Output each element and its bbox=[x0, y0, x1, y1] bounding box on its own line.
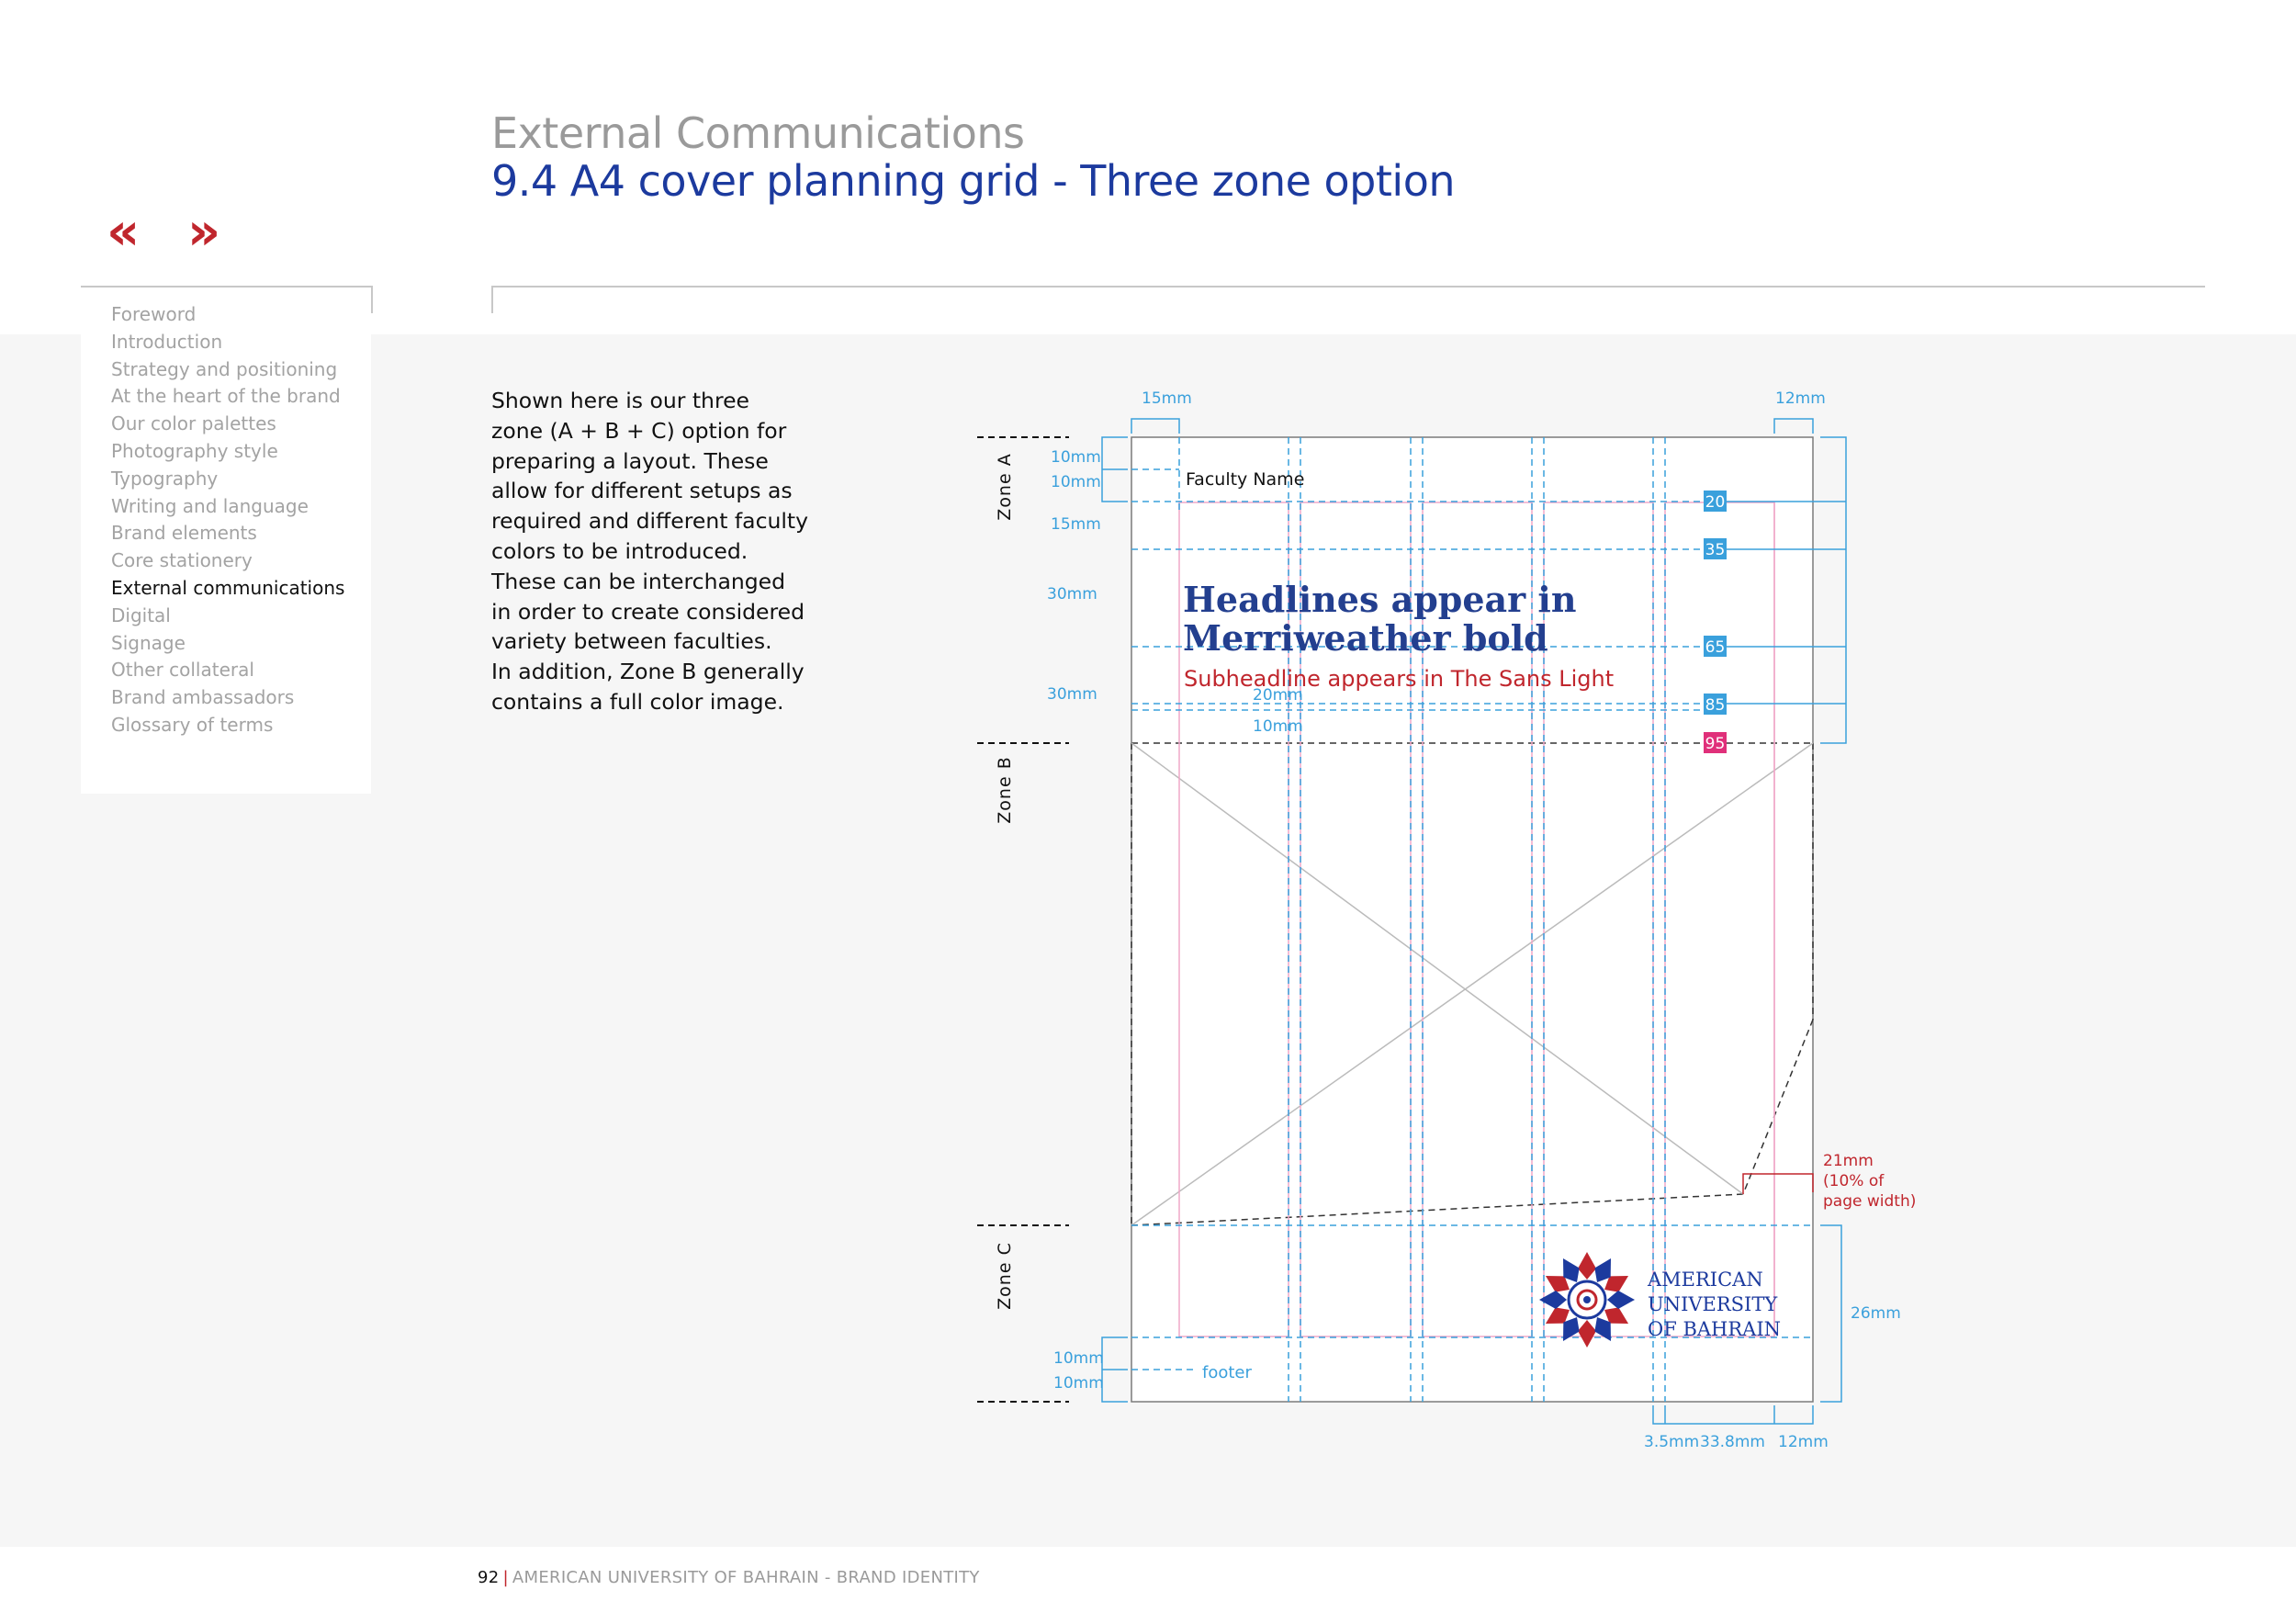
position-markers: 20 35 65 85 95 bbox=[1704, 491, 1727, 753]
headline-line-2: Merriweather bold bbox=[1183, 617, 1548, 659]
dim-left-10b: 10mm bbox=[1051, 473, 1101, 491]
zone-b-label: Zone B bbox=[995, 756, 1015, 823]
page-footer: 92|AMERICAN UNIVERSITY OF BAHRAIN - BRAN… bbox=[478, 1568, 980, 1587]
zone-c-label: Zone C bbox=[995, 1242, 1015, 1310]
dim-top-left: 15mm bbox=[1142, 389, 1192, 408]
dim-mid-10: 10mm bbox=[1253, 717, 1303, 736]
sidebar-item-external-communications[interactable]: External communications bbox=[111, 576, 345, 599]
body-line: contains a full color image. bbox=[491, 688, 784, 715]
dim-bottom-33-8: 33.8mm bbox=[1700, 1433, 1765, 1451]
body-copy: Shown here is our three zone (A + B + C)… bbox=[491, 386, 809, 717]
logo-text-line-3: OF BAHRAIN bbox=[1648, 1318, 1781, 1340]
dim-right-26: 26mm bbox=[1851, 1304, 1901, 1323]
logo-note-line-1: 21mm bbox=[1823, 1152, 1874, 1170]
sidebar-item-photography[interactable]: Photography style bbox=[111, 439, 278, 462]
sidebar-item-brand-elements[interactable]: Brand elements bbox=[111, 522, 257, 545]
faculty-name: Faculty Name bbox=[1186, 469, 1304, 490]
sidebar: Foreword Introduction Strategy and posit… bbox=[81, 288, 371, 794]
body-line: zone (A + B + C) option for bbox=[491, 417, 787, 444]
zone-a-label: Zone A bbox=[995, 453, 1015, 520]
body-line: in order to create considered bbox=[491, 598, 805, 625]
dim-bottom-10a: 10mm bbox=[1053, 1349, 1104, 1368]
sidebar-item-typography[interactable]: Typography bbox=[111, 467, 219, 490]
sidebar-item-glossary[interactable]: Glossary of terms bbox=[111, 713, 274, 736]
marker-65-text: 65 bbox=[1705, 638, 1726, 657]
sidebar-item-core-stationery[interactable]: Core stationery bbox=[111, 549, 253, 572]
marker-95-text: 95 bbox=[1705, 735, 1726, 753]
content-rule-tick bbox=[491, 286, 493, 313]
subheadline: Subheadline appears in The Sans Light bbox=[1184, 666, 1614, 692]
body-line: preparing a layout. These bbox=[491, 447, 769, 474]
footer-separator: | bbox=[502, 1568, 509, 1587]
marker-35-text: 35 bbox=[1705, 541, 1726, 559]
section-title: External Communications bbox=[491, 108, 1025, 158]
body-line: These can be interchanged bbox=[491, 568, 786, 594]
marker-65 bbox=[1704, 636, 1727, 657]
sidebar-item-other-collateral[interactable]: Other collateral bbox=[111, 659, 254, 682]
sidebar-rule-tick bbox=[371, 286, 373, 313]
dim-left-15: 15mm bbox=[1051, 515, 1101, 534]
body-line: In addition, Zone B generally bbox=[491, 659, 805, 685]
dimension-labels: 15mm 12mm 10mm 10mm 15mm 30mm 30mm 20mm … bbox=[1047, 389, 1901, 1451]
body-line: colors to be introduced. bbox=[491, 537, 748, 564]
dim-left-30b: 30mm bbox=[1047, 685, 1097, 704]
dim-mid-20: 20mm bbox=[1253, 686, 1303, 705]
column-guides bbox=[1178, 502, 1775, 1337]
body-line: required and different faculty bbox=[491, 508, 809, 535]
sidebar-item-introduction[interactable]: Introduction bbox=[111, 330, 223, 353]
page-title: 9.4 A4 cover planning grid - Three zone … bbox=[491, 156, 1456, 206]
logo-text-line-1: AMERICAN bbox=[1647, 1269, 1763, 1291]
marker-20 bbox=[1704, 491, 1727, 512]
sidebar-item-strategy[interactable]: Strategy and positioning bbox=[111, 357, 338, 380]
dim-left-10a: 10mm bbox=[1051, 448, 1101, 467]
sidebar-item-heart-of-brand[interactable]: At the heart of the brand bbox=[111, 385, 341, 408]
logo-width-bracket bbox=[1742, 1173, 1814, 1194]
sidebar-item-foreword[interactable]: Foreword bbox=[111, 303, 197, 325]
dim-top-right: 12mm bbox=[1775, 389, 1826, 408]
dim-bottom-3-5: 3.5mm bbox=[1644, 1433, 1699, 1451]
body-line: allow for different setups as bbox=[491, 478, 793, 504]
logo-width-note: 21mm (10% of page width) bbox=[1823, 1152, 1916, 1211]
marker-85 bbox=[1704, 694, 1727, 715]
sidebar-item-brand-ambassadors[interactable]: Brand ambassadors bbox=[111, 686, 295, 709]
marker-ticks bbox=[1727, 501, 1846, 705]
sidebar-rule bbox=[81, 286, 373, 288]
sidebar-item-color-palettes[interactable]: Our color palettes bbox=[111, 412, 276, 435]
dim-bottom-10b: 10mm bbox=[1053, 1374, 1104, 1393]
vertical-guides bbox=[1178, 437, 1666, 1402]
prev-page-button[interactable]: « bbox=[107, 202, 141, 262]
content-rule bbox=[491, 286, 2205, 288]
page-outline bbox=[1131, 436, 1814, 1403]
footer-text: AMERICAN UNIVERSITY OF BAHRAIN - BRAND I… bbox=[512, 1568, 980, 1587]
dim-bottom-12: 12mm bbox=[1778, 1433, 1829, 1451]
marker-85-text: 85 bbox=[1705, 696, 1726, 715]
dimension-brackets bbox=[1101, 418, 1847, 1425]
headline-line-1: Headlines appear in bbox=[1183, 579, 1576, 620]
page-number: 92 bbox=[478, 1568, 500, 1587]
marker-20-text: 20 bbox=[1705, 493, 1726, 512]
university-logo: AMERICAN UNIVERSITY OF BAHRAIN bbox=[1539, 1252, 1781, 1348]
sidebar-item-writing[interactable]: Writing and language bbox=[111, 494, 309, 517]
zone-separators bbox=[977, 436, 1069, 1403]
logo-text-line-2: UNIVERSITY bbox=[1648, 1293, 1778, 1315]
image-placeholder bbox=[1131, 742, 1814, 1226]
marker-95 bbox=[1704, 732, 1727, 753]
next-page-button[interactable]: » bbox=[187, 202, 221, 262]
logo-note-line-3: page width) bbox=[1823, 1192, 1916, 1211]
sidebar-item-signage[interactable]: Signage bbox=[111, 631, 186, 654]
footer-label: footer bbox=[1202, 1363, 1252, 1382]
sidebar-menu: Foreword Introduction Strategy and posit… bbox=[81, 288, 371, 739]
horizontal-guides bbox=[1131, 468, 1813, 1370]
dim-left-30a: 30mm bbox=[1047, 585, 1097, 603]
logo-note-line-2: (10% of bbox=[1823, 1172, 1885, 1190]
sidebar-item-digital[interactable]: Digital bbox=[111, 603, 171, 626]
marker-35 bbox=[1704, 538, 1727, 559]
body-line: variety between faculties. bbox=[491, 628, 772, 655]
logo-emblem-icon bbox=[1539, 1252, 1635, 1348]
body-line: Shown here is our three bbox=[491, 388, 750, 413]
